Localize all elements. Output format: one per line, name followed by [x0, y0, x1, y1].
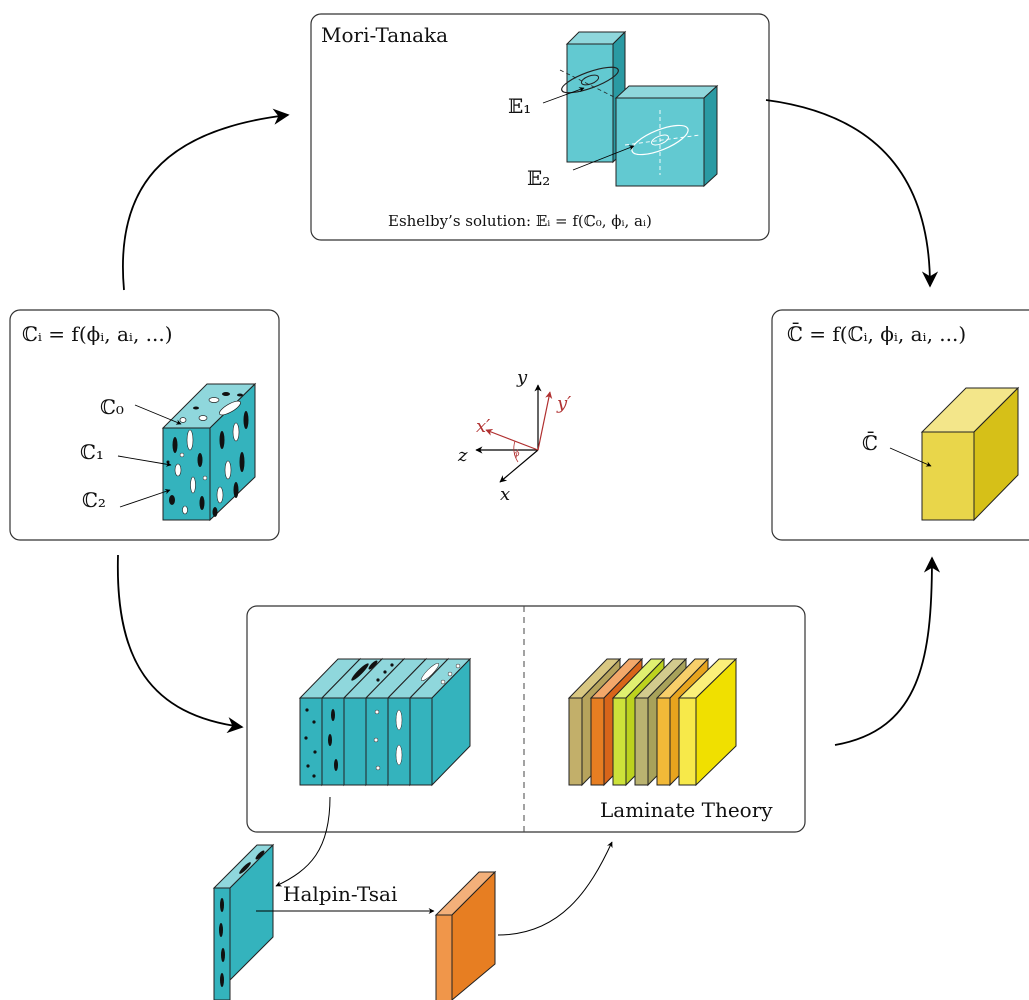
rve-cube [161, 382, 257, 522]
halpin-tsai-section: Halpin-Tsai [212, 843, 497, 1000]
c0-label: ℂ₀ [100, 395, 124, 419]
coordinate-system: y y′ x′ z x ϕ [457, 367, 571, 505]
arrow-laminate-to-effective [834, 556, 941, 746]
c1-label: ℂ₁ [80, 440, 104, 464]
e1-label: 𝔼₁ [508, 94, 531, 118]
phi-arc [513, 440, 519, 463]
c-bar-label: ℂ̄ [862, 430, 878, 455]
x-prime-label: x′ [476, 416, 490, 437]
effective-cube [920, 386, 1020, 522]
arrow-ply-to-halpin-tsai [275, 796, 331, 887]
c2-label: ℂ₂ [82, 488, 106, 512]
arrow-mori-tanaka-to-effective [765, 99, 939, 288]
mori-tanaka-title: Mori-Tanaka [321, 23, 448, 47]
mori-tanaka-panel: Mori-Tanaka 𝔼₁ 𝔼₂ Eshelby’s solution: 𝔼ᵢ… [310, 13, 770, 241]
laminate-caption: Laminate Theory [600, 798, 773, 822]
arrow-inclusion-to-laminate [116, 554, 244, 734]
eshelby-caption: Eshelby’s solution: 𝔼ᵢ = f(ℂ₀, ϕᵢ, aᵢ) [388, 212, 652, 230]
phi-label: ϕ [514, 449, 520, 458]
eshelby-block-2 [614, 84, 719, 188]
eshelby-block-1 [559, 30, 627, 164]
x-axis-label: x [500, 484, 510, 505]
x-prime-axis [485, 428, 539, 451]
flow-arrows [116, 99, 941, 936]
single-orange-ply [434, 870, 497, 1000]
c1-pointer [117, 455, 172, 467]
effective-plies-stack [567, 657, 738, 787]
e2-pointer [572, 145, 635, 171]
e1-pointer [542, 87, 585, 104]
effective-panel: ℂ̄ = f(ℂᵢ, ϕᵢ, aᵢ, ...) ℂ̄ [771, 309, 1029, 541]
halpin-tsai-label: Halpin-Tsai [283, 882, 397, 906]
y-prime-label: y′ [556, 393, 571, 414]
y-prime-axis [537, 391, 553, 451]
arrow-halpin-tsai-to-laminate [497, 841, 613, 936]
inclusion-formula: ℂᵢ = f(ϕᵢ, aᵢ, ...) [22, 322, 173, 346]
arrow-inclusion-to-mori-tanaka [122, 108, 290, 291]
x-axis [499, 449, 539, 483]
c-bar-pointer [889, 447, 932, 467]
z-axis-label: z [457, 445, 468, 466]
y-axis-label: y [516, 367, 528, 388]
teal-plies-stack [298, 657, 472, 787]
c2-pointer [119, 489, 171, 508]
inclusion-panel: ℂᵢ = f(ϕᵢ, aᵢ, ...) [9, 309, 280, 541]
effective-formula: ℂ̄ = f(ℂᵢ, ϕᵢ, aᵢ, ...) [787, 321, 966, 346]
e2-label: 𝔼₂ [527, 166, 550, 190]
laminate-panel: Laminate Theory [246, 605, 806, 833]
single-teal-ply [212, 843, 275, 1000]
c0-pointer [134, 404, 182, 425]
